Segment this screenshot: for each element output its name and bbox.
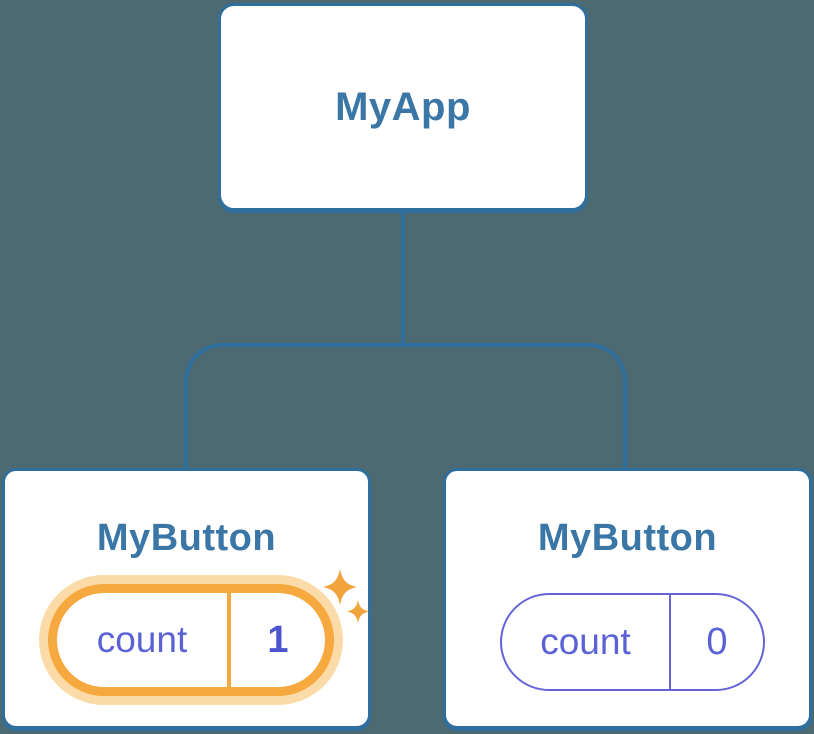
tree-node-mybutton-left: MyButton count 1 [2,468,371,729]
tree-node-mybutton-right: MyButton count 0 [443,468,812,729]
node-label-myapp: MyApp [335,84,471,129]
state-pill-highlighted: count 1 [39,575,343,705]
connector-branch [184,343,627,468]
connector-root-stem [401,211,405,347]
state-value: 0 [706,620,728,663]
node-label-mybutton-left: MyButton [96,517,277,559]
tree-node-myapp: MyApp [218,3,588,211]
node-label-mybutton-right: MyButton [537,517,718,559]
state-pill-ring: count 1 [48,584,334,696]
state-pill: count 0 [500,593,765,691]
state-value: 1 [267,618,289,661]
state-key-label: count [502,595,671,689]
state-key-label: count [57,593,231,687]
